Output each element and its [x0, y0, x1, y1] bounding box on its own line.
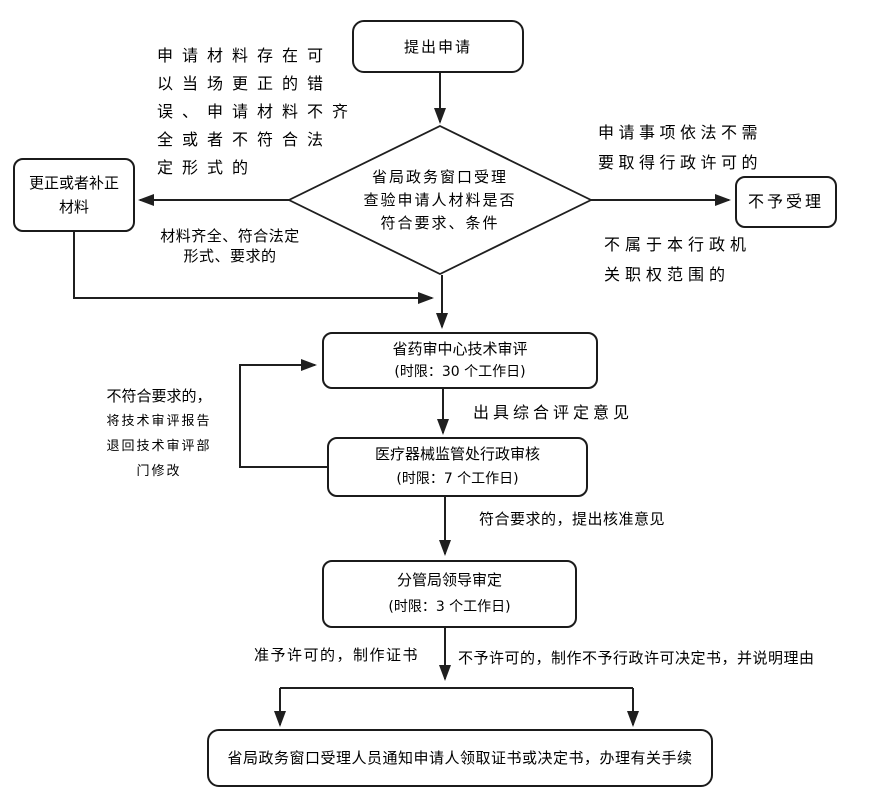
edge-correct-to-review [73, 232, 434, 304]
annotation-review-feedback-head: 不符合要求的， [106, 387, 212, 405]
node-correct-materials-label: 更正或者补正 材料 [28, 174, 119, 216]
node-acceptance-decision: 省局政务窗口受理 查验申请人材料是否 符合要求、条件 [300, 163, 580, 237]
node-technical-review: 省药审中心技术审评 (时限：30 个工作日) [322, 332, 598, 389]
node-submit-application-label: 提出申请 [403, 37, 472, 56]
node-acceptance-decision-label: 省局政务窗口受理 查验申请人材料是否 符合要求、条件 [363, 167, 517, 232]
annotation-approval-opinion: 符合要求的，提出核准意见 [479, 510, 666, 528]
annotation-correctable-error: 申请材料存在可 以当场更正的错 误、申请材料不齐 全或者不符合法 定形式的 [157, 46, 358, 177]
annotation-review-feedback: 不符合要求的， 将技术审评报告 退回技术审评部 门修改 [95, 361, 223, 483]
node-not-accepted: 不予受理 [735, 176, 837, 228]
node-technical-review-title: 省药审中心技术审评 [392, 339, 528, 358]
node-technical-review-time-limit: (时限：30 个工作日) [394, 363, 526, 380]
node-administrative-audit: 医疗器械监管处行政审核 (时限：7 个工作日) [327, 437, 588, 497]
node-correct-materials: 更正或者补正 材料 [13, 158, 135, 232]
node-administrative-audit-title: 医疗器械监管处行政审核 [374, 445, 540, 463]
decision-diamond [286, 124, 594, 276]
node-submit-application: 提出申请 [352, 20, 524, 73]
annotation-deny-license: 不予许可的，制作不予行政许可决定书，并说明理由 [458, 649, 815, 667]
annotation-grant-license: 准予许可的，制作证书 [254, 646, 420, 664]
annotation-comprehensive-opinion: 出具综合评定意见 [473, 403, 634, 422]
edge-audit-feedback-to-review [239, 359, 327, 468]
node-leader-approval-title: 分管局领导审定 [396, 571, 502, 589]
annotation-review-feedback-rest: 将技术审评报告 退回技术审评部 门修改 [106, 414, 212, 479]
node-leader-approval: 分管局领导审定 (时限：3 个工作日) [322, 560, 577, 628]
node-administrative-audit-time-limit: (时限：7 个工作日) [396, 471, 519, 487]
node-notify-applicant-label: 省局政务窗口受理人员通知申请人领取证书或决定书，办理有关手续 [227, 749, 693, 767]
annotation-outside-jurisdiction: 不属于本行政机 关职权范围的 [604, 235, 752, 284]
node-not-accepted-label: 不予受理 [747, 192, 824, 211]
node-leader-approval-time-limit: (时限：3 个工作日) [388, 599, 511, 615]
node-notify-applicant: 省局政务窗口受理人员通知申请人领取证书或决定书，办理有关手续 [207, 729, 713, 787]
annotation-no-license-required: 申请事项依法不需 要取得行政许可的 [598, 123, 763, 172]
annotation-materials-complete: 材料齐全、符合法定 形式、要求的 [160, 227, 300, 265]
